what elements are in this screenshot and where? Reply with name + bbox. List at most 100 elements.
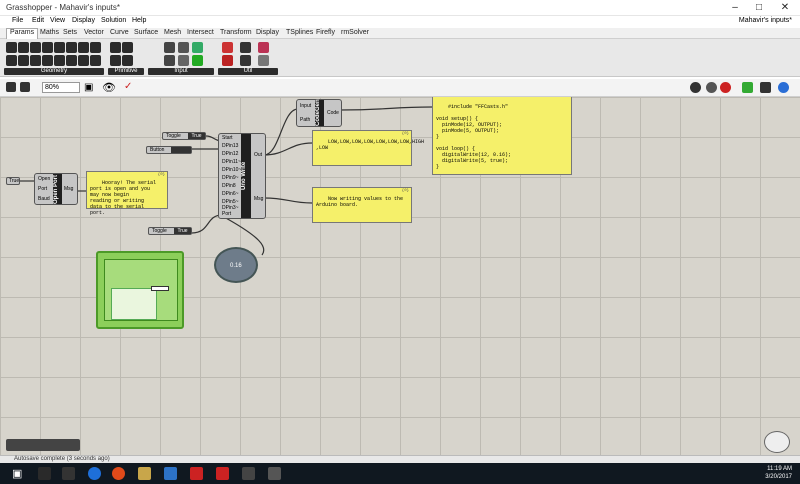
- msg-output[interactable]: Msg: [64, 186, 74, 192]
- app-icon[interactable]: [164, 467, 177, 480]
- primitive-icon[interactable]: [122, 42, 133, 53]
- dpin3-input[interactable]: DPin3~: [222, 205, 239, 211]
- shaded-sphere-icon[interactable]: [778, 82, 789, 93]
- md-slider-handle[interactable]: [151, 286, 169, 291]
- geometry-icon[interactable]: [42, 42, 53, 53]
- util-icon[interactable]: [222, 42, 233, 53]
- task-view-icon[interactable]: [62, 467, 75, 480]
- dpin8-input[interactable]: DPin8: [222, 183, 236, 189]
- system-clock[interactable]: 11:19 AM 3/20/2017: [765, 466, 792, 480]
- codegen-component[interactable]: Input Path CodeGen Code: [296, 99, 342, 127]
- port-input[interactable]: Port: [222, 211, 232, 217]
- geometry-icon[interactable]: [78, 42, 89, 53]
- open-file-icon[interactable]: [6, 82, 16, 92]
- zoom-extents-icon[interactable]: ▣: [84, 82, 94, 93]
- menu-view[interactable]: View: [50, 17, 66, 24]
- tab-curve[interactable]: Curve: [110, 29, 129, 36]
- close-button[interactable]: ✕: [780, 2, 790, 13]
- dpin9-input[interactable]: DPin9~: [222, 175, 239, 181]
- dpin6-input[interactable]: DPin6~: [222, 191, 239, 197]
- tab-intersect[interactable]: Intersect: [187, 29, 214, 36]
- geometry-icon[interactable]: [42, 55, 53, 66]
- edge-icon[interactable]: [88, 467, 101, 480]
- primitive-icon[interactable]: [110, 42, 121, 53]
- dpin10-input[interactable]: DPin10~: [222, 167, 242, 173]
- geometry-icon[interactable]: [90, 42, 101, 53]
- save-file-icon[interactable]: [20, 82, 30, 92]
- dpin5-input[interactable]: DPin5~: [222, 199, 239, 205]
- geometry-group-label[interactable]: Geometry: [4, 68, 104, 75]
- util-icon[interactable]: [240, 42, 251, 53]
- input-icon[interactable]: [164, 42, 175, 53]
- geometry-icon[interactable]: [78, 55, 89, 66]
- graph-canvas[interactable]: True Open Port Baud Open Port Msg Hooray…: [0, 97, 800, 455]
- selected-only-icon[interactable]: [720, 82, 731, 93]
- mesh-icon[interactable]: [742, 82, 753, 93]
- slider-knob[interactable]: 0.16: [214, 247, 258, 283]
- tab-transform[interactable]: Transform: [220, 29, 252, 36]
- geometry-icon[interactable]: [18, 55, 29, 66]
- preview-mode-icon[interactable]: [706, 82, 717, 93]
- tab-surface[interactable]: Surface: [134, 29, 159, 36]
- menu-edit[interactable]: Edit: [32, 17, 45, 24]
- out-output[interactable]: Out: [254, 152, 263, 158]
- primitive-icon[interactable]: [122, 55, 133, 66]
- util-group-label[interactable]: Util: [218, 68, 278, 75]
- tab-params[interactable]: Params: [6, 28, 39, 39]
- serial-open-panel[interactable]: Hooray! The serial port is open and you …: [86, 171, 168, 216]
- tab-maths[interactable]: Maths: [40, 29, 60, 36]
- geometry-icon[interactable]: [30, 42, 41, 53]
- input-icon[interactable]: [192, 42, 203, 53]
- chrome-icon[interactable]: [112, 467, 125, 480]
- wire-icon[interactable]: [760, 82, 771, 93]
- md-slider-component[interactable]: [96, 251, 184, 329]
- tab-display[interactable]: Display: [256, 29, 279, 36]
- dpin12-input[interactable]: DPin12: [222, 151, 239, 157]
- geometry-icon[interactable]: [54, 42, 65, 53]
- zoom-level[interactable]: 80%: [42, 82, 80, 93]
- mcafee-icon[interactable]: [216, 467, 229, 480]
- msg-output[interactable]: Msg: [254, 196, 264, 202]
- open-input[interactable]: Open: [38, 176, 51, 182]
- geometry-icon[interactable]: [6, 55, 17, 66]
- code-output[interactable]: Code: [327, 110, 339, 116]
- port-toggle[interactable]: Toggle True: [148, 227, 192, 235]
- input-port[interactable]: Input: [300, 103, 312, 109]
- zoom-widget[interactable]: [6, 439, 80, 451]
- preview-eye-icon[interactable]: 👁: [102, 82, 116, 94]
- input-icon[interactable]: [178, 55, 189, 66]
- app-icon[interactable]: [190, 467, 203, 480]
- true-toggle[interactable]: True: [6, 177, 20, 185]
- geometry-icon[interactable]: [6, 42, 17, 53]
- pin-values-panel[interactable]: LOW,LOW,LOW,LOW,LOW,LOW,LOW,HIGH ,LOW {0…: [312, 130, 424, 166]
- geometry-icon[interactable]: [18, 42, 29, 53]
- port-input[interactable]: Port: [38, 186, 48, 192]
- input-icon[interactable]: [178, 42, 189, 53]
- search-icon[interactable]: [38, 467, 51, 480]
- record-icon[interactable]: [690, 82, 701, 93]
- arduino-code-panel[interactable]: #include "FFCasts.h" void setup() { pinM…: [432, 97, 572, 175]
- menu-file[interactable]: File: [12, 17, 24, 24]
- primitive-group-label[interactable]: Primitive: [108, 68, 144, 75]
- dpin11-input[interactable]: DPin11~: [222, 159, 241, 165]
- geometry-icon[interactable]: [66, 42, 77, 53]
- geometry-icon[interactable]: [66, 55, 77, 66]
- dpin13-input[interactable]: DPin13: [222, 143, 239, 149]
- input-icon[interactable]: [192, 55, 203, 66]
- geometry-icon[interactable]: [90, 55, 101, 66]
- uno-write-component[interactable]: Start DPin13 DPin12 DPin11~ DPin10~ DPin…: [218, 133, 266, 219]
- navigation-compass-icon[interactable]: [764, 431, 790, 453]
- geometry-icon[interactable]: [30, 55, 41, 66]
- tab-tsplines[interactable]: TSplines: [286, 29, 314, 36]
- maximize-button[interactable]: □: [755, 2, 763, 13]
- input-group-label[interactable]: Input: [148, 68, 214, 75]
- input-icon[interactable]: [164, 55, 175, 66]
- tab-sets[interactable]: Sets: [63, 29, 78, 36]
- tab-mesh[interactable]: Mesh: [164, 29, 182, 36]
- baud-input[interactable]: Baud: [38, 196, 50, 202]
- tab-firefly[interactable]: Firefly: [316, 29, 336, 36]
- util-icon[interactable]: [258, 55, 269, 66]
- writing-message-panel[interactable]: Now writing values to the Arduino board.…: [312, 187, 412, 223]
- menu-display[interactable]: Display: [72, 17, 95, 24]
- grasshopper-icon[interactable]: [268, 467, 281, 480]
